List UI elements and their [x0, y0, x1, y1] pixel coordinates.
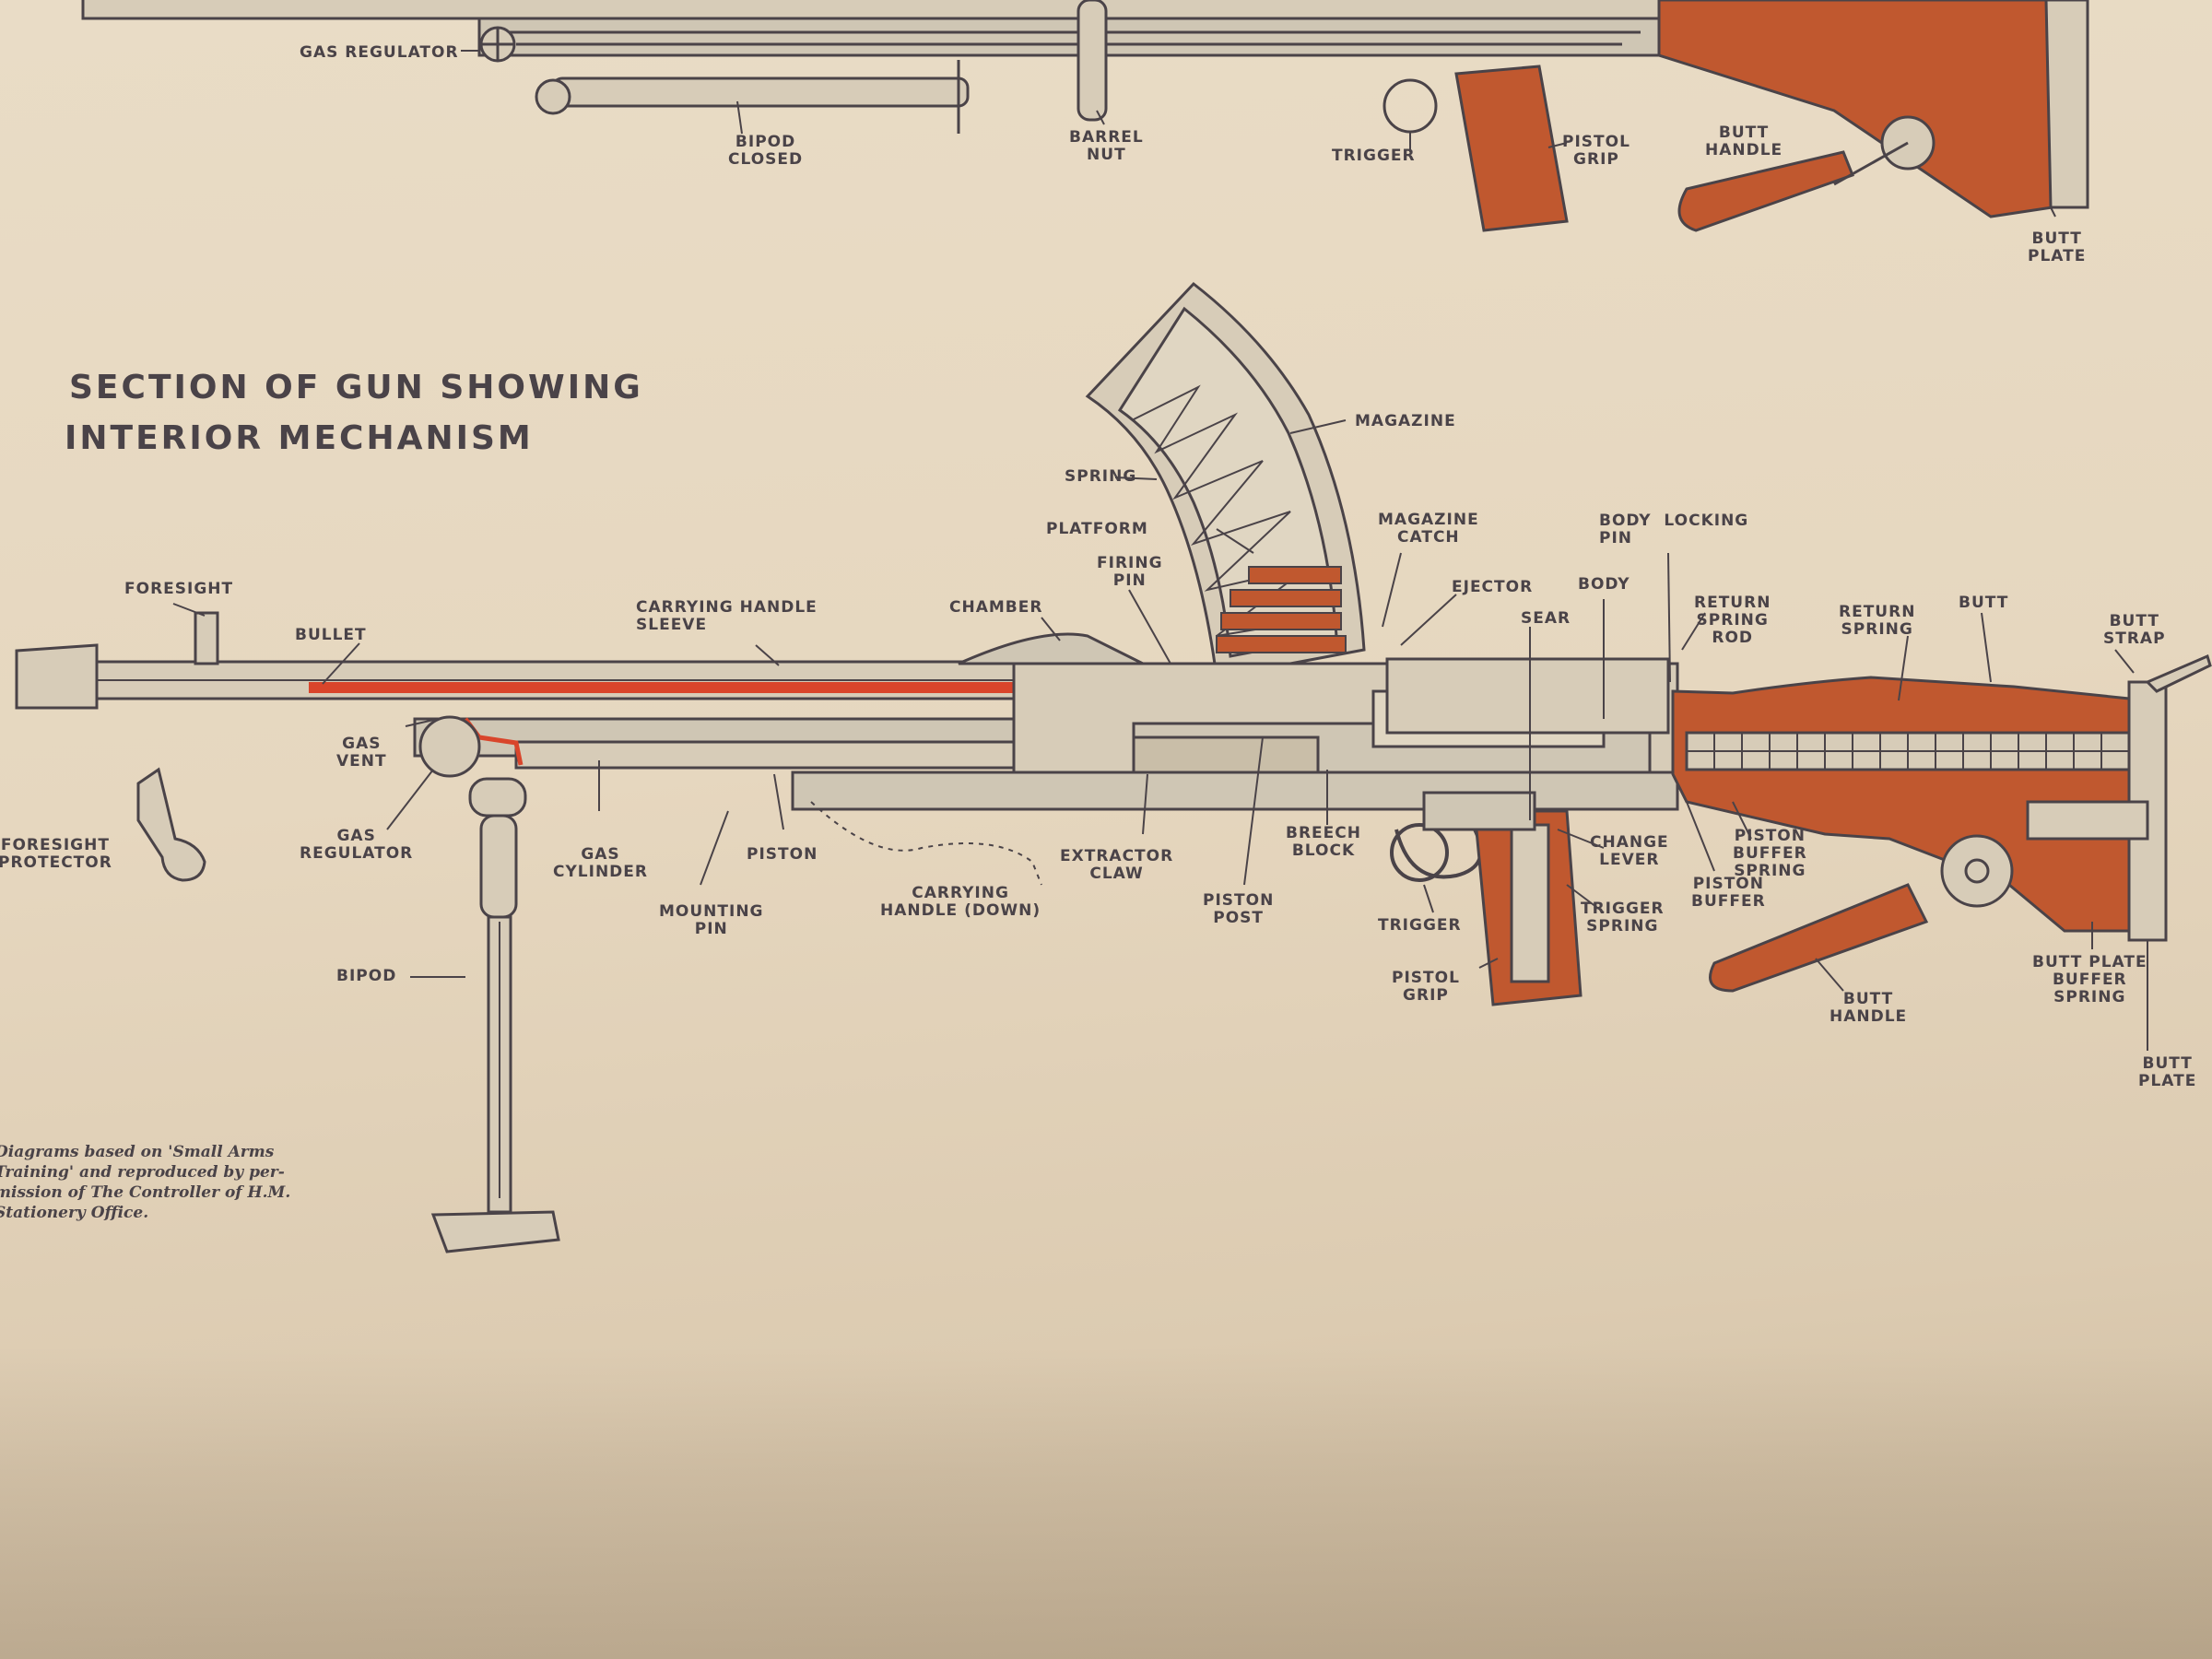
label-return-spring-rod: RETURN SPRING ROD [1694, 594, 1771, 647]
section-heading-line-2: INTERIOR MECHANISM [65, 419, 534, 457]
credit-line-3: mission of The Controller of H.M. [0, 1183, 291, 1202]
credit-line-1: Diagrams based on 'Small Arms [0, 1143, 275, 1161]
top-rifle-exterior [81, 0, 2089, 232]
label-butt-handle: BUTT HANDLE [1830, 990, 1908, 1026]
bipod-leg [430, 777, 560, 1253]
label-piston-buffer: PISTON BUFFER [1691, 875, 1766, 911]
label-trigger-spring: TRIGGER SPRING [1581, 900, 1665, 935]
label-sear: SEAR [1521, 609, 1571, 628]
label-magazine-catch: MAGAZINE CATCH [1378, 511, 1479, 547]
label-gas-cylinder: GAS CYLINDER [553, 845, 648, 881]
label-firing-pin: FIRING PIN [1097, 554, 1163, 590]
label-return-spring: RETURN SPRING [1839, 603, 1916, 639]
top-label-pistol-grip: PISTOL GRIP [1562, 133, 1630, 169]
label-carrying-handle-down: CARRYING HANDLE (DOWN) [880, 884, 1041, 920]
label-butt-strap: BUTT STRAP [2103, 612, 2166, 648]
label-piston: PISTON [747, 845, 818, 864]
section-heading-line-1: SECTION OF GUN SHOWING [69, 369, 643, 406]
label-change-lever: CHANGE LEVER [1590, 833, 1669, 869]
label-pistol-grip: PISTOL GRIP [1392, 969, 1460, 1005]
section-rifle [15, 281, 2212, 1253]
label-foresight: FORESIGHT [124, 580, 234, 598]
label-butt: BUTT [1959, 594, 2009, 612]
top-label-trigger: TRIGGER [1332, 147, 1416, 165]
label-platform: PLATFORM [1046, 520, 1148, 538]
label-breech-block: BREECH BLOCK [1286, 824, 1361, 860]
label-extractor-claw: EXTRACTOR CLAW [1060, 847, 1174, 883]
label-piston-post: PISTON POST [1203, 891, 1275, 927]
credit-line-2: Training' and reproduced by per- [0, 1163, 285, 1182]
credit-line-4: Stationery Office. [0, 1204, 149, 1222]
label-body: BODY [1578, 575, 1630, 594]
label-bipod: BIPOD [336, 967, 397, 985]
label-foresight-protector: FORESIGHT PROTECTOR [0, 836, 112, 872]
label-body-locking-pin: BODY LOCKING PIN [1599, 512, 1749, 547]
label-magazine: MAGAZINE [1355, 412, 1456, 430]
label-butt-plate-buffer-spring: BUTT PLATE BUFFER SPRING [2032, 953, 2147, 1006]
label-chamber: CHAMBER [949, 598, 1043, 617]
label-bullet: BULLET [295, 626, 367, 644]
top-label-barrel-nut: BARREL NUT [1069, 128, 1144, 164]
label-carrying-handle-sleeve: CARRYING HANDLE SLEEVE [636, 598, 818, 634]
paper-fold-shadow [0, 1346, 2212, 1659]
label-butt-plate: BUTT PLATE [2138, 1054, 2197, 1090]
label-mounting-pin: MOUNTING PIN [659, 902, 764, 938]
label-ejector: EJECTOR [1452, 578, 1534, 596]
top-label-bipod-closed: BIPOD CLOSED [728, 133, 804, 169]
label-gas-vent: GAS VENT [336, 735, 387, 771]
label-spring: SPRING [1065, 467, 1137, 486]
top-label-butt-handle: BUTT HANDLE [1705, 124, 1783, 159]
label-gas-regulator: GAS REGULATOR [300, 827, 414, 863]
label-piston-buffer-spring: PISTON BUFFER SPRING [1733, 827, 1807, 880]
top-label-butt-plate: BUTT PLATE [2028, 229, 2087, 265]
label-trigger: TRIGGER [1378, 916, 1462, 935]
top-label-gas-regulator: GAS REGULATOR [300, 43, 459, 62]
